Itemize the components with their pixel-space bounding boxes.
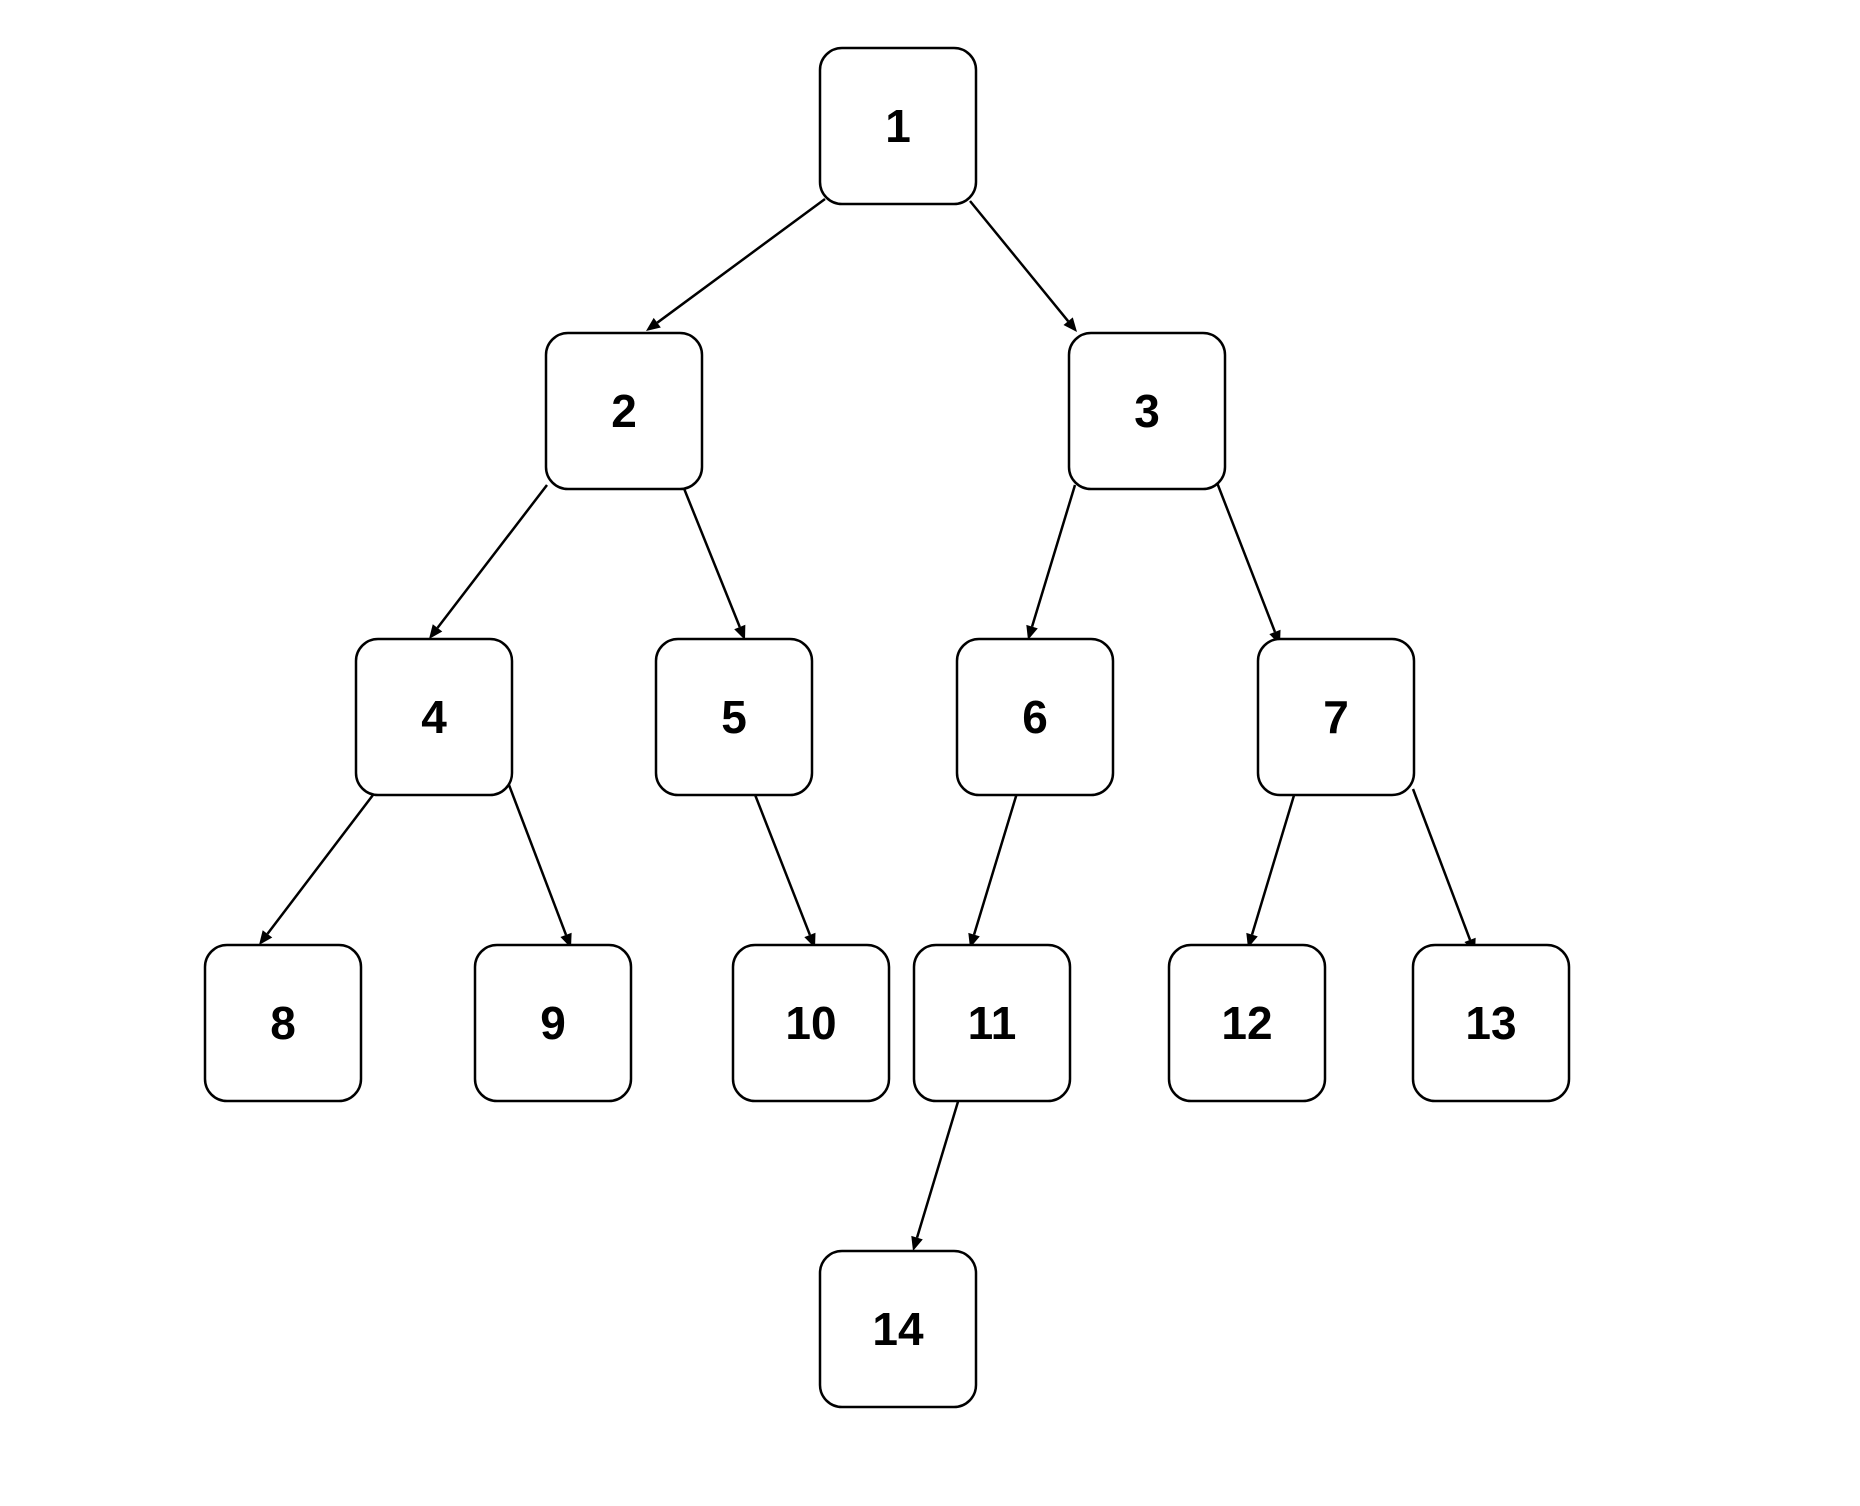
arrowhead-icon: [646, 317, 661, 331]
edge-line: [1250, 791, 1297, 935]
tree-node-14: 14: [818, 1249, 978, 1409]
node-label: 1: [885, 100, 911, 152]
edge-line: [679, 480, 741, 628]
node-label: 9: [540, 997, 566, 1049]
node-label: 8: [270, 997, 296, 1049]
tree-node-3: 3: [1067, 331, 1227, 491]
node-label: 3: [1134, 385, 1160, 437]
tree-node-12: 12: [1167, 943, 1327, 1103]
edge-4-to-9: [507, 784, 572, 948]
node-box: [1067, 331, 1227, 491]
arrowhead-icon: [259, 930, 273, 945]
edge-line: [1214, 479, 1277, 633]
edge-7-to-12: [1246, 791, 1297, 948]
tree-node-10: 10: [731, 943, 891, 1103]
edge-line: [969, 200, 1070, 322]
edge-6-to-11: [968, 792, 1019, 948]
node-label: 12: [1221, 997, 1272, 1049]
tree-node-11: 11: [912, 943, 1072, 1103]
node-box: [654, 637, 814, 797]
edge-line: [266, 790, 377, 935]
edge-11-to-14: [911, 1094, 962, 1251]
node-box: [818, 46, 978, 206]
edge-4-to-8: [259, 790, 377, 945]
node-box: [1256, 637, 1416, 797]
tree-node-4: 4: [354, 637, 514, 797]
node-box: [203, 943, 363, 1103]
arrowhead-icon: [911, 1235, 923, 1251]
edge-3-to-6: [1026, 484, 1077, 640]
edge-1-to-3: [969, 200, 1077, 332]
edge-5-to-10: [750, 786, 816, 948]
arrowhead-icon: [1063, 317, 1077, 332]
node-box: [354, 637, 514, 797]
tree-node-1: 1: [818, 46, 978, 206]
node-box: [1167, 943, 1327, 1103]
node-label: 7: [1323, 691, 1349, 743]
node-label: 14: [872, 1303, 924, 1355]
tree-node-7: 7: [1256, 637, 1416, 797]
node-label: 4: [421, 691, 447, 743]
tree-node-2: 2: [544, 331, 704, 491]
node-label: 11: [968, 997, 1017, 1049]
edge-line: [972, 792, 1019, 935]
node-box: [955, 637, 1115, 797]
edge-line: [656, 197, 826, 324]
node-box: [912, 943, 1072, 1103]
edge-2-to-5: [679, 480, 746, 640]
tree-node-9: 9: [473, 943, 633, 1103]
edge-line: [507, 784, 568, 936]
tree-node-5: 5: [654, 637, 814, 797]
edge-2-to-4: [429, 484, 548, 639]
edge-line: [915, 1094, 962, 1238]
edges-layer: [259, 197, 1476, 1251]
tree-node-8: 8: [203, 943, 363, 1103]
tree-node-13: 13: [1411, 943, 1571, 1103]
node-label: 6: [1022, 691, 1048, 743]
arrowhead-icon: [429, 624, 443, 639]
arrowhead-icon: [734, 624, 746, 640]
edge-1-to-2: [646, 197, 826, 331]
edge-3-to-7: [1214, 479, 1281, 645]
node-label: 13: [1465, 997, 1516, 1049]
node-label: 5: [721, 691, 747, 743]
edge-7-to-13: [1411, 788, 1476, 953]
node-box: [544, 331, 704, 491]
edge-line: [1411, 788, 1472, 941]
node-box: [731, 943, 891, 1103]
edge-line: [1030, 484, 1077, 627]
node-box: [1411, 943, 1571, 1103]
edge-line: [436, 484, 548, 629]
node-label: 2: [611, 385, 637, 437]
node-box: [473, 943, 633, 1103]
tree-node-6: 6: [955, 637, 1115, 797]
node-label: 10: [785, 997, 836, 1049]
arrowhead-icon: [1026, 624, 1038, 640]
node-box: [818, 1249, 978, 1409]
edge-line: [750, 786, 812, 936]
